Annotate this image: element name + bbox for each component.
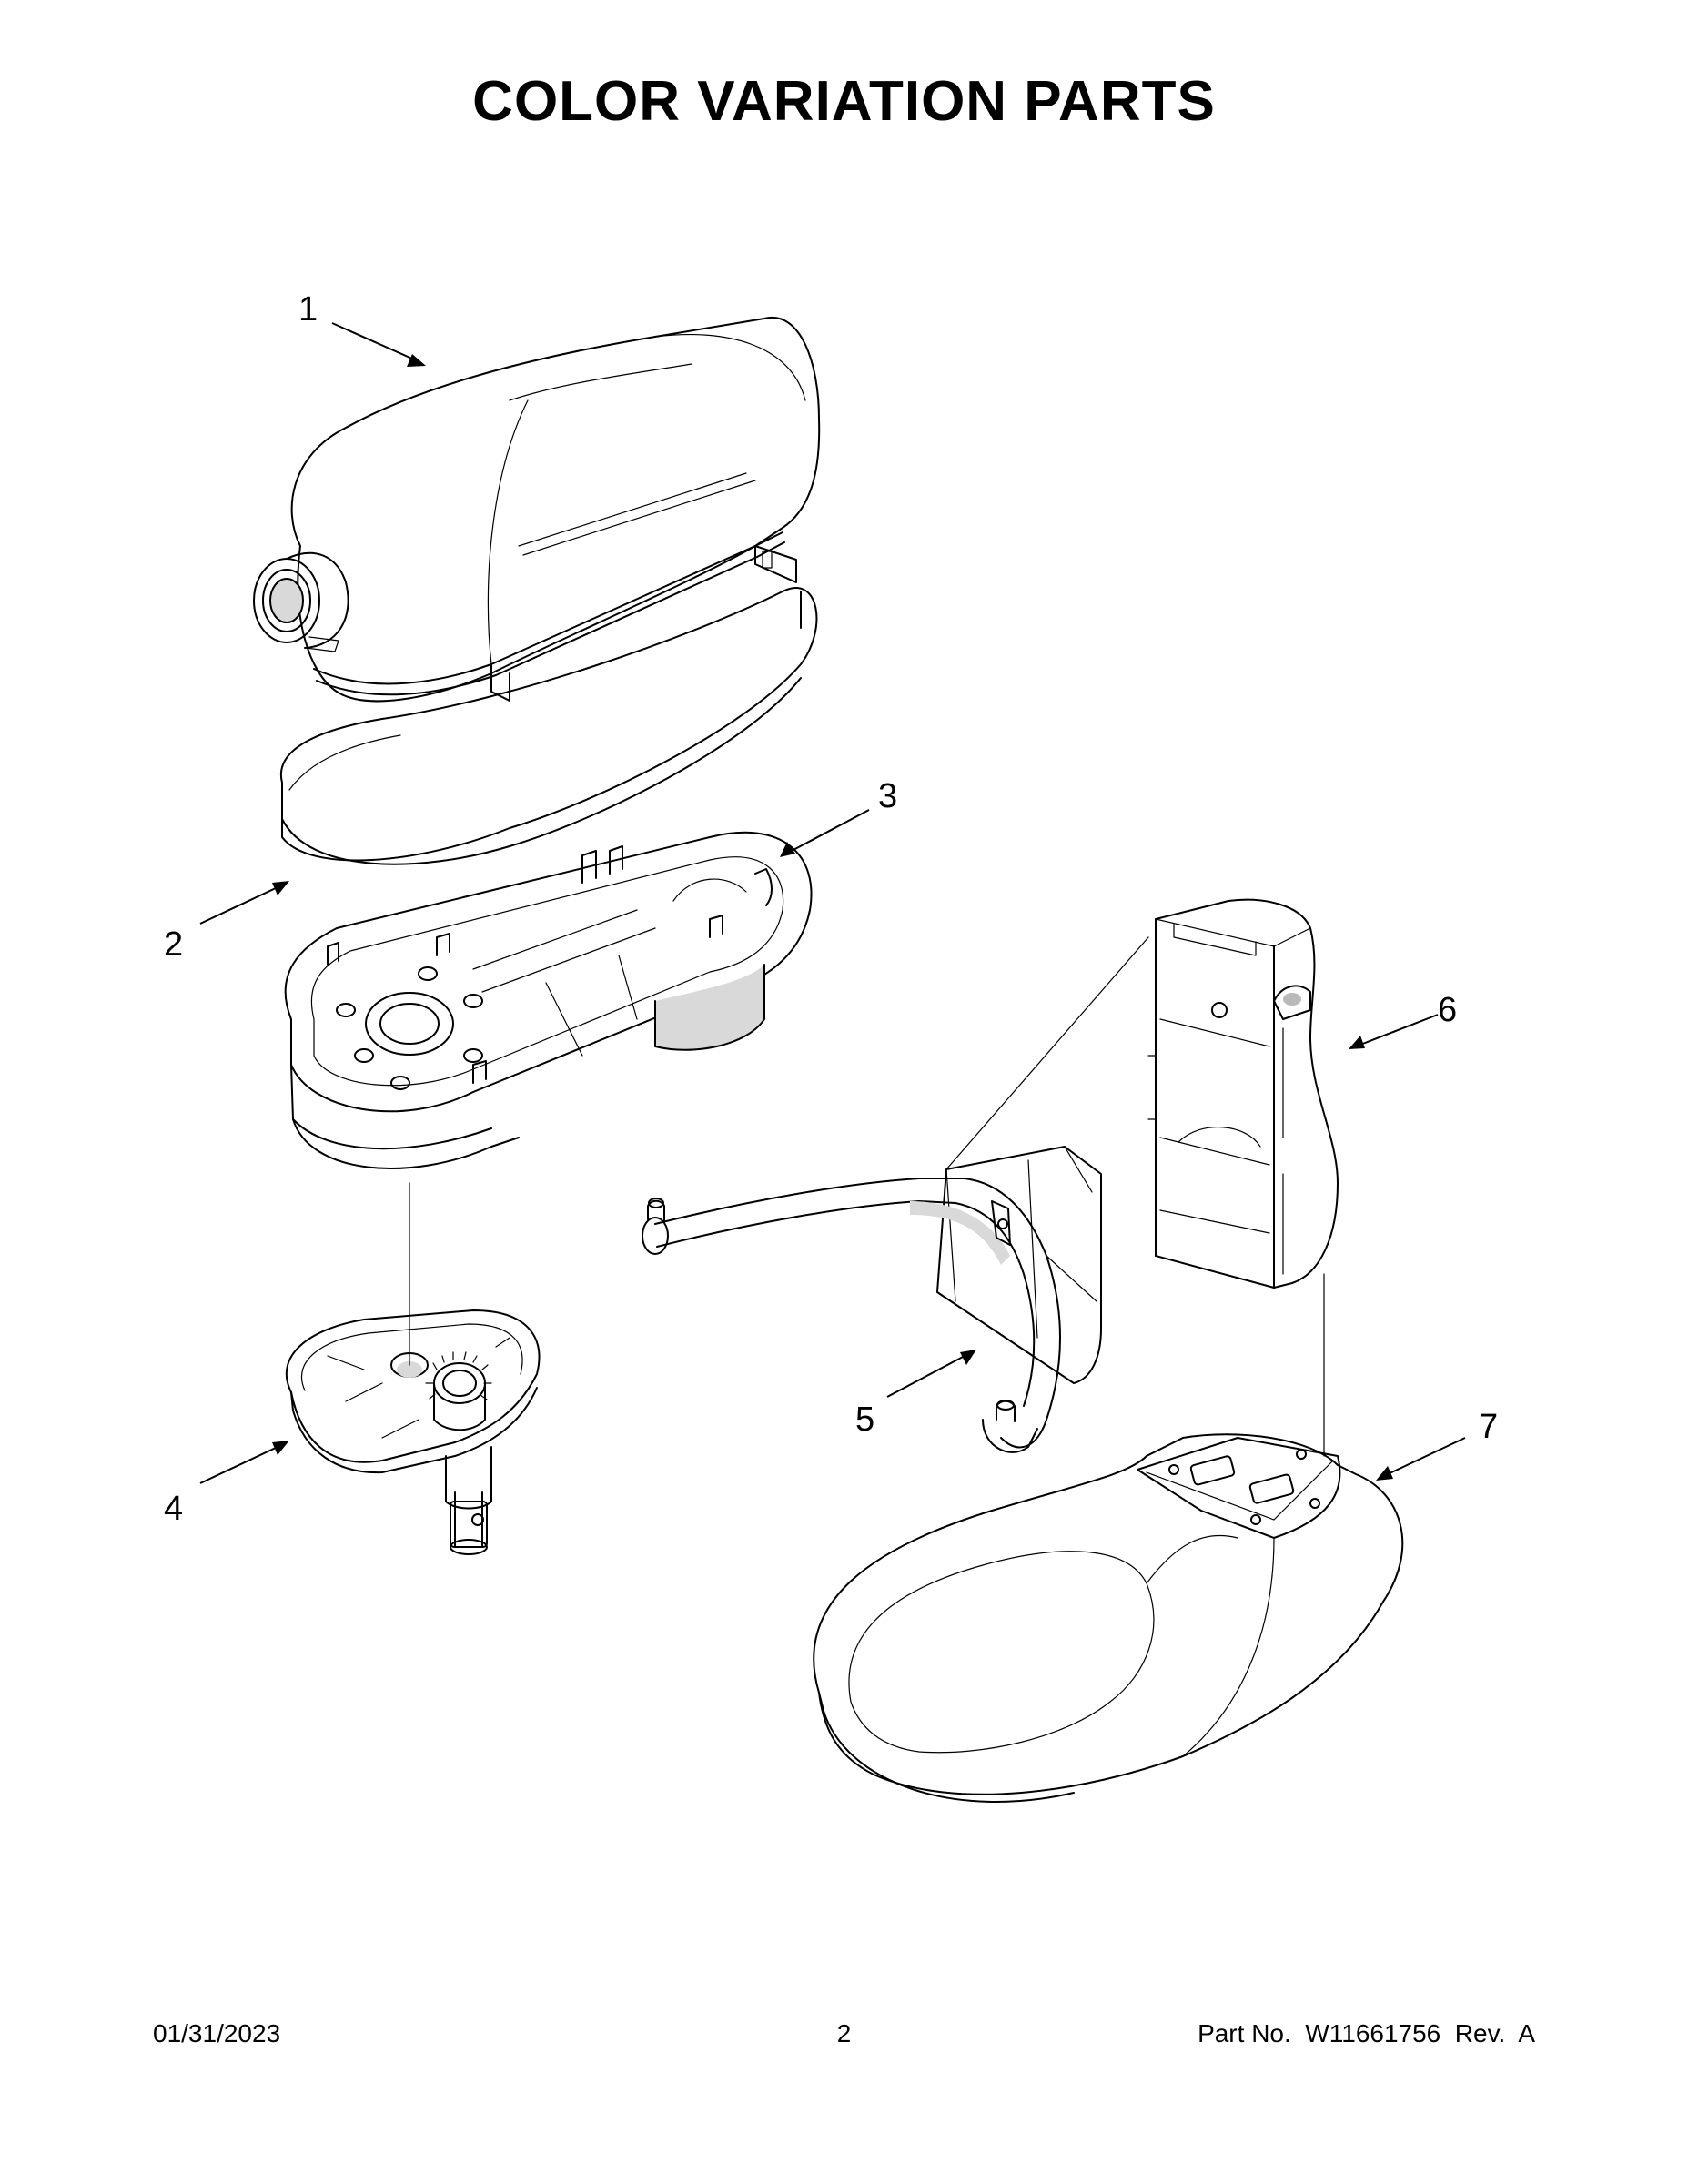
connector-lines	[409, 936, 1325, 1457]
footer-part-number: Part No. W11661756 Rev. A	[1198, 2019, 1535, 2048]
footer-page-number: 2	[836, 2019, 852, 2048]
page-title: COLOR VARIATION PARTS	[472, 70, 1216, 133]
part-3-gear-housing[interactable]	[284, 831, 813, 1169]
callout-1: 1	[298, 290, 318, 329]
part-7-base[interactable]	[813, 1433, 1404, 1803]
callout-2: 2	[164, 925, 183, 964]
part-4-gear-plate[interactable]	[285, 1309, 541, 1555]
callout-3: 3	[878, 777, 897, 815]
callout-4: 4	[164, 1490, 183, 1528]
part-5-bowl-support[interactable]	[642, 1146, 1102, 1453]
part-6-column[interactable]	[1147, 898, 1339, 1289]
callout-leaders	[199, 322, 1466, 1484]
callout-6: 6	[1438, 991, 1457, 1029]
footer-date: 01/31/2023	[153, 2019, 281, 2048]
callout-5: 5	[855, 1400, 874, 1439]
part-1-head-cover[interactable]	[253, 316, 821, 703]
callout-7: 7	[1479, 1408, 1498, 1446]
part-2-trim-band[interactable]	[279, 587, 818, 865]
